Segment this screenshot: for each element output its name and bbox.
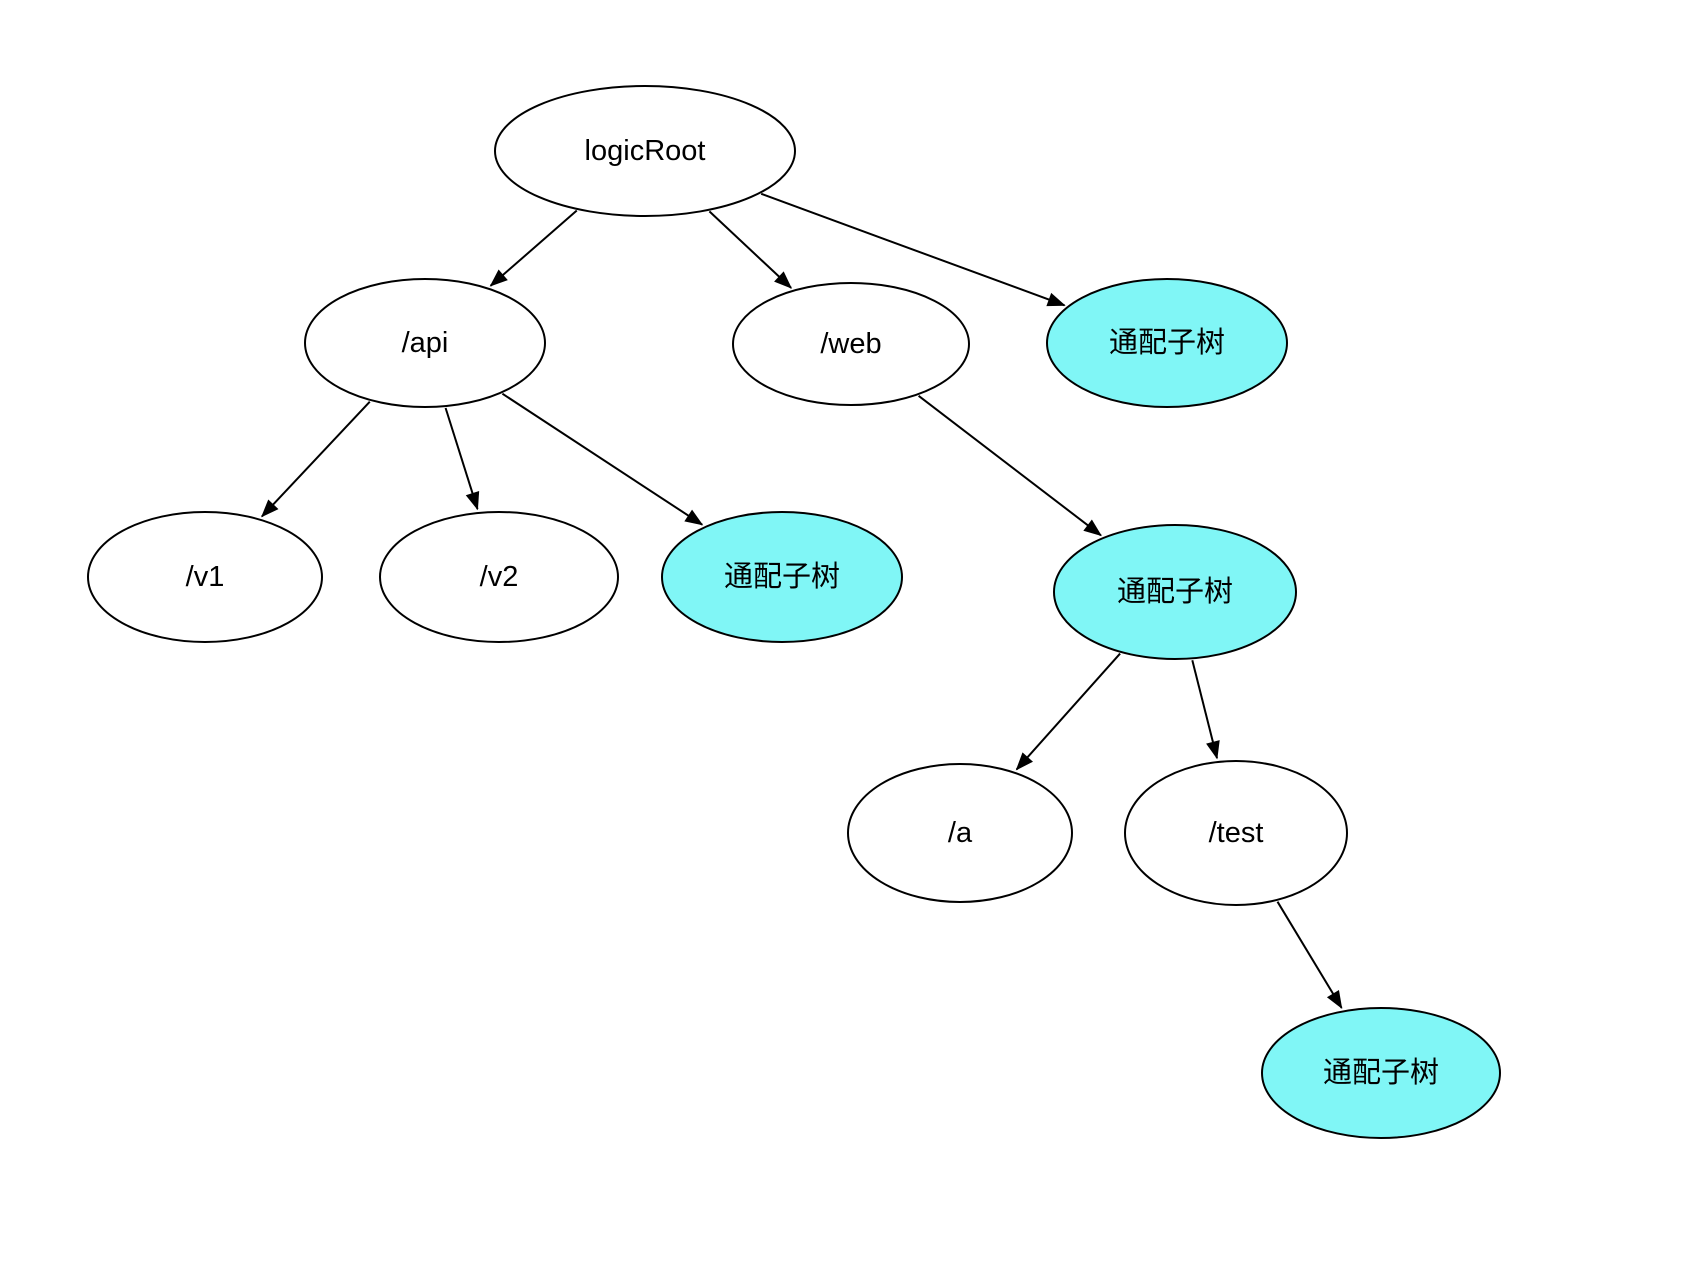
node-shape-wc3 bbox=[1053, 524, 1297, 660]
node-wc1: 通配子树 bbox=[1046, 278, 1288, 408]
node-shape-api bbox=[304, 278, 546, 408]
node-label-v1: /v1 bbox=[186, 561, 225, 593]
node-web: /web bbox=[732, 282, 970, 406]
node-label-api: /api bbox=[402, 327, 449, 359]
node-label-wc1: 通配子树 bbox=[1109, 326, 1225, 359]
node-test: /test bbox=[1124, 760, 1348, 906]
node-shape-wc1 bbox=[1046, 278, 1288, 408]
node-logicRoot: logicRoot bbox=[494, 85, 796, 217]
node-shape-test bbox=[1124, 760, 1348, 906]
edge-logicRoot-web bbox=[708, 210, 793, 289]
node-label-wc3: 通配子树 bbox=[1117, 575, 1233, 608]
node-label-a: /a bbox=[948, 817, 973, 849]
edge-wc3-test bbox=[1191, 660, 1220, 760]
edge-api-v2 bbox=[444, 407, 480, 511]
node-api: /api bbox=[304, 278, 546, 408]
node-shape-v2 bbox=[379, 511, 619, 643]
node-shape-wc4 bbox=[1261, 1007, 1501, 1139]
edge-api-wc2 bbox=[501, 392, 704, 526]
node-a: /a bbox=[847, 763, 1073, 903]
edge-test-wc4 bbox=[1276, 901, 1343, 1009]
edge-web-wc3 bbox=[917, 395, 1102, 537]
node-label-test: /test bbox=[1209, 817, 1264, 849]
node-v2: /v2 bbox=[379, 511, 619, 643]
node-shape-web bbox=[732, 282, 970, 406]
edges-layer bbox=[261, 192, 1343, 1009]
edge-logicRoot-api bbox=[489, 209, 578, 287]
edge-logicRoot-wc1 bbox=[760, 192, 1066, 307]
node-label-v2: /v2 bbox=[480, 561, 519, 593]
node-shape-wc2 bbox=[661, 511, 903, 643]
node-shape-a bbox=[847, 763, 1073, 903]
node-shape-v1 bbox=[87, 511, 323, 643]
node-label-wc4: 通配子树 bbox=[1323, 1056, 1439, 1089]
node-v1: /v1 bbox=[87, 511, 323, 643]
node-wc4: 通配子树 bbox=[1261, 1007, 1501, 1139]
node-label-logicRoot: logicRoot bbox=[585, 135, 706, 167]
edge-api-v1 bbox=[261, 401, 371, 518]
node-label-wc2: 通配子树 bbox=[724, 560, 840, 593]
edge-wc3-a bbox=[1015, 652, 1121, 771]
node-label-web: /web bbox=[820, 328, 881, 360]
node-shape-logicRoot bbox=[494, 85, 796, 217]
node-wc2: 通配子树 bbox=[661, 511, 903, 643]
node-wc3: 通配子树 bbox=[1053, 524, 1297, 660]
